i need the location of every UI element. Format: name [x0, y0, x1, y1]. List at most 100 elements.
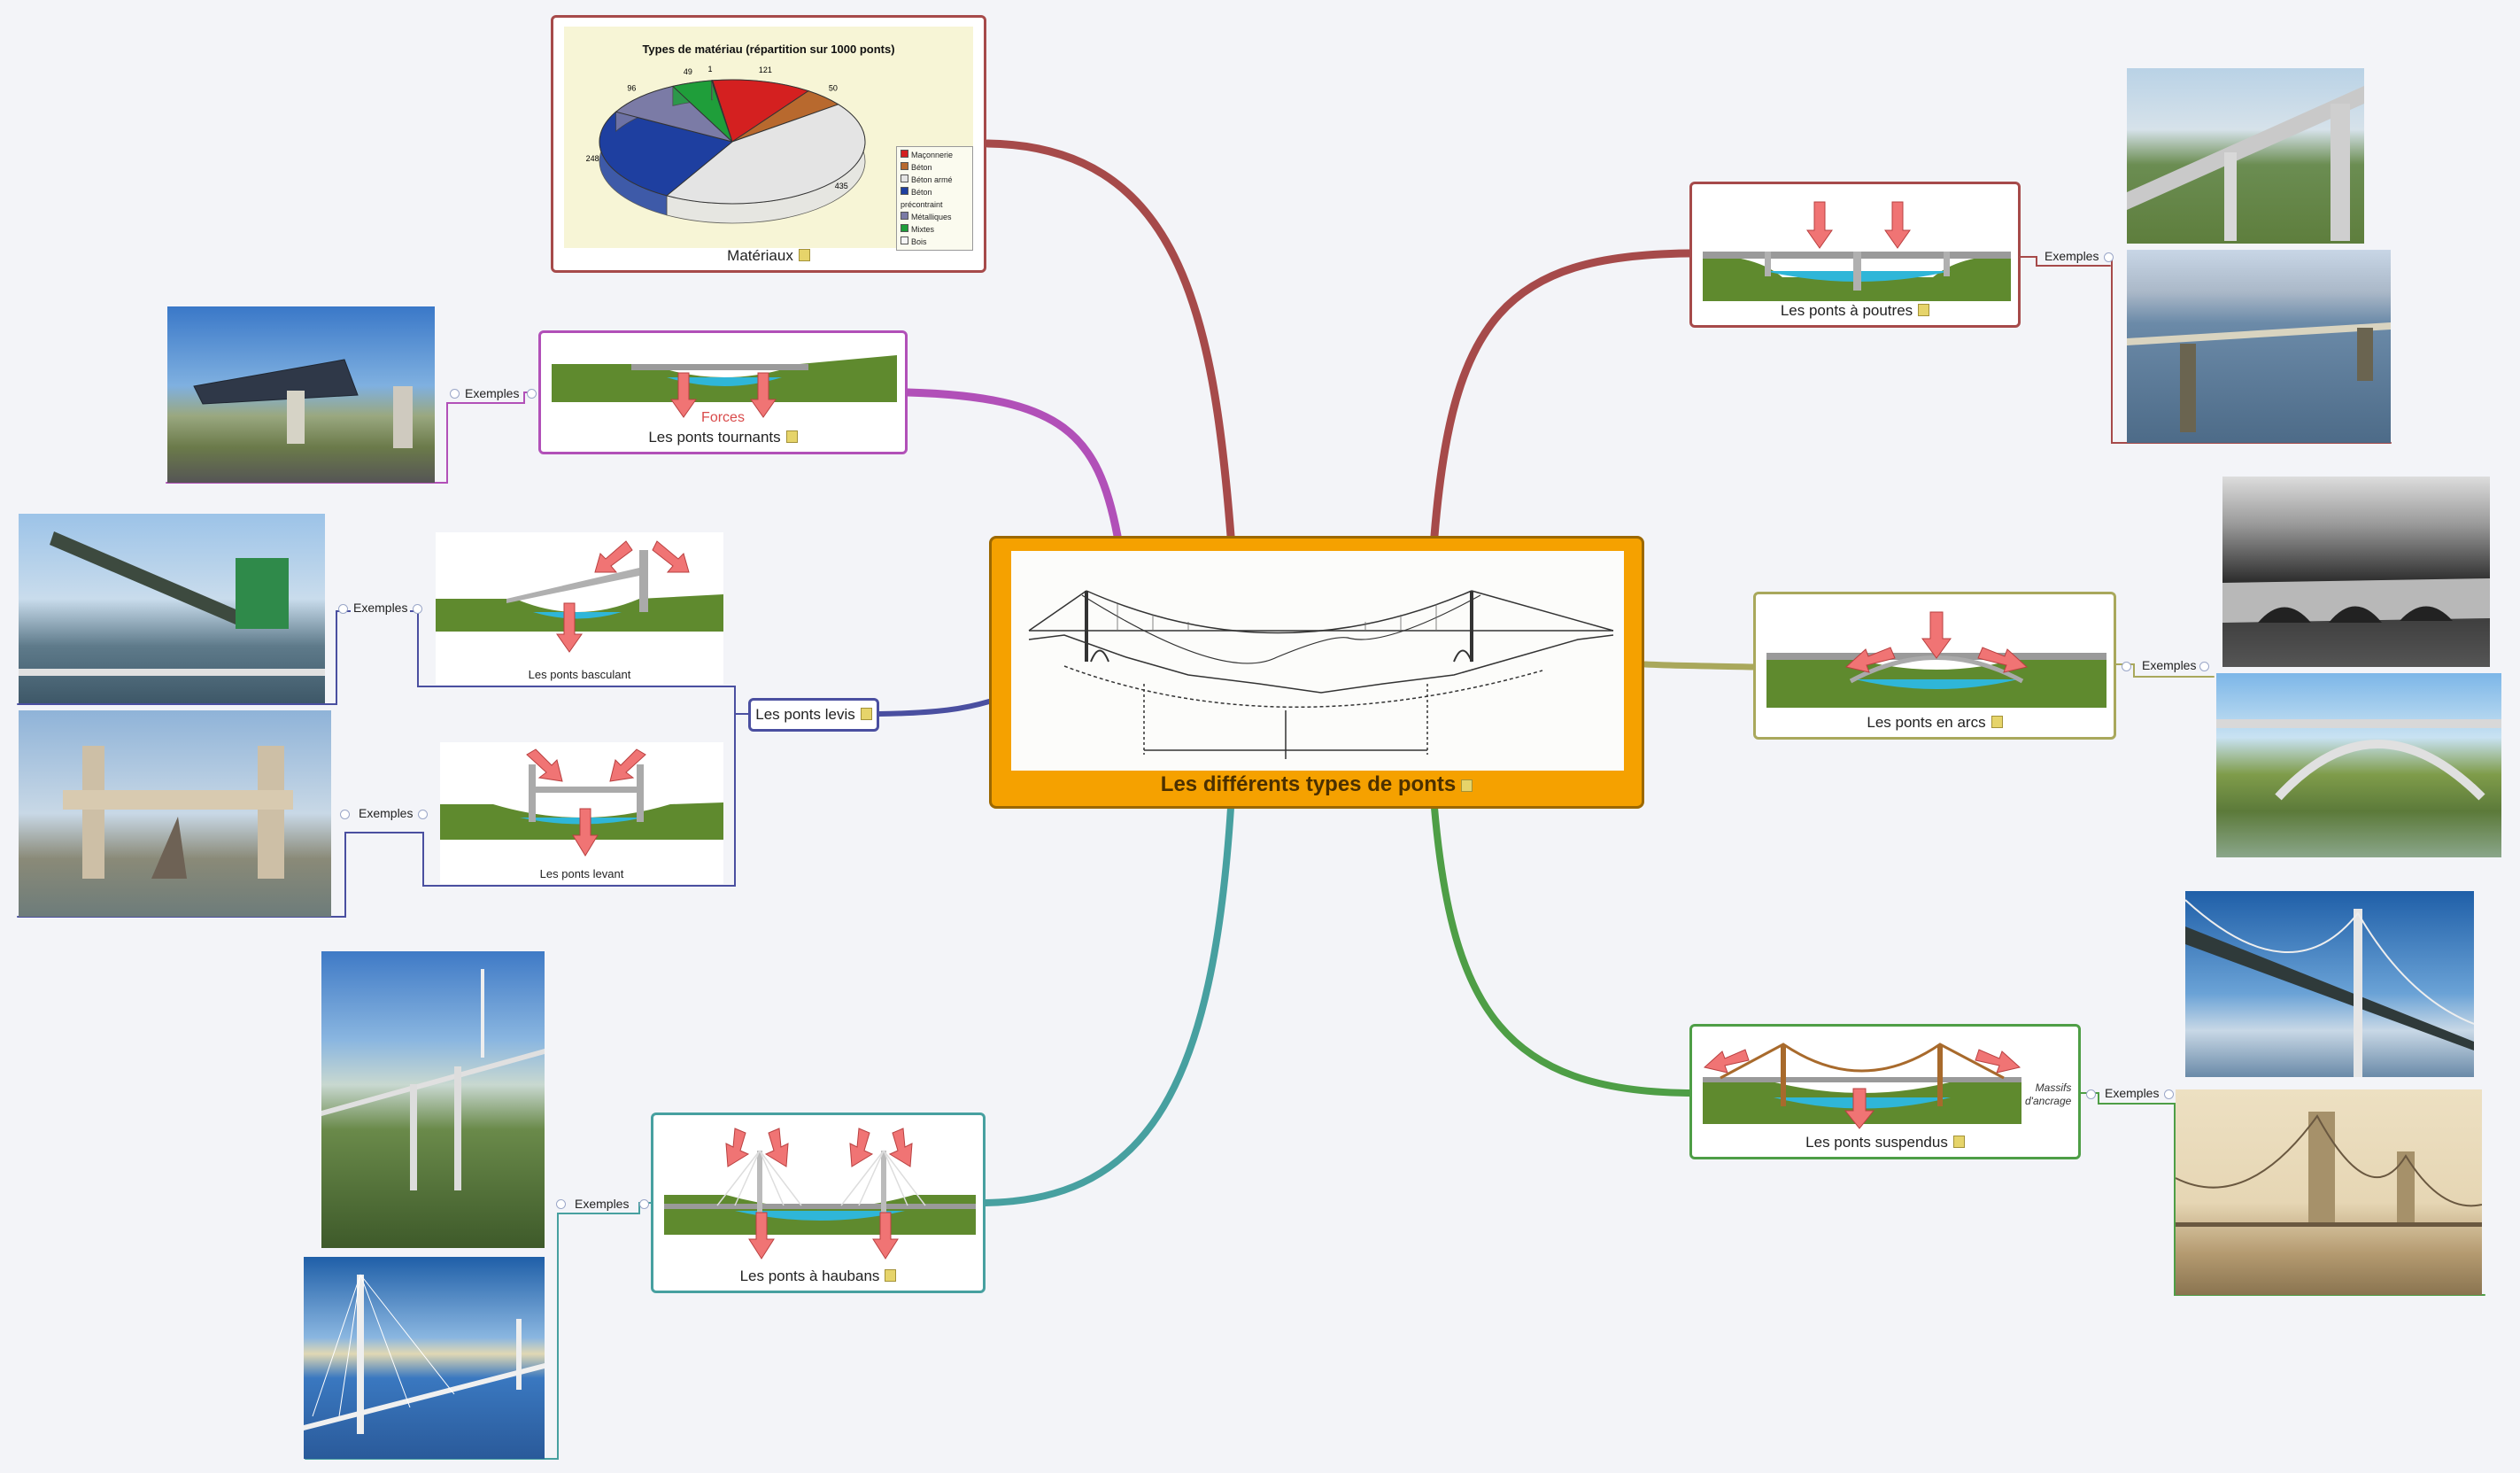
legend-label: Béton armé: [911, 175, 953, 184]
legend-entry: Bois: [901, 236, 969, 248]
cable-stayed-diagram: [664, 1128, 976, 1260]
caption-ponts-en-arcs: Les ponts en arcs: [1756, 714, 2114, 732]
legend-swatch: [901, 236, 908, 244]
legend-swatch: [901, 150, 908, 158]
swing-bridge-diagram: [552, 355, 897, 418]
legend-label: Bois: [911, 237, 927, 246]
modern-suspension-shape: [2185, 899, 2474, 1077]
note-icon[interactable]: [1990, 716, 2003, 728]
pie-slice-2: [665, 104, 866, 205]
photo-suspension-bridge-modern[interactable]: [2185, 891, 2474, 1077]
legend-label: Béton: [911, 163, 932, 172]
anchor-label: Massifs d'ancrage: [2025, 1081, 2072, 1107]
expand-handle[interactable]: [556, 1199, 566, 1209]
node-ponts-basculant[interactable]: Les ponts basculant: [436, 532, 723, 685]
pie-value-label: 1: [707, 65, 712, 74]
node-ponts-suspendus[interactable]: Massifs d'ancrage Les ponts suspendus: [1689, 1024, 2081, 1159]
pie-value-label: 435: [835, 182, 848, 190]
photo-swing-bridge[interactable]: [167, 306, 435, 483]
connector-arcs: [1642, 661, 1757, 671]
note-icon[interactable]: [885, 1269, 897, 1282]
central-topic[interactable]: Les différents types de ponts: [989, 536, 1644, 809]
stone-arch-shape: [2222, 578, 2490, 623]
legend-swatch: [901, 212, 908, 220]
arch-bridge-diagram: [1766, 611, 2106, 708]
chart-title: Types de matériau (répartition sur 1000 …: [642, 43, 895, 56]
legend-label: Mixtes: [911, 225, 935, 234]
node-ponts-a-poutres[interactable]: Les ponts à poutres: [1689, 182, 2021, 328]
note-icon[interactable]: [785, 430, 798, 443]
photo-concrete-arch-bridge[interactable]: [2216, 673, 2501, 857]
exemples-link-haubans[interactable]: Exemples: [572, 1197, 632, 1211]
legend-entry: Mixtes: [901, 223, 969, 236]
node-ponts-a-haubans[interactable]: Les ponts à haubans: [651, 1113, 986, 1293]
pie-value-label: 121: [759, 66, 772, 74]
caption-ponts-a-haubans: Les ponts à haubans: [653, 1268, 983, 1285]
expand-handle[interactable]: [2086, 1089, 2096, 1099]
caption-ponts-suspendus: Les ponts suspendus: [1692, 1134, 2078, 1151]
node-ponts-levis[interactable]: Les ponts levis: [748, 698, 879, 732]
note-icon[interactable]: [1952, 1136, 1965, 1148]
node-ponts-tournants[interactable]: Forces Les ponts tournants: [538, 330, 908, 454]
node-materiaux[interactable]: Types de matériau (répartition sur 1000 …: [551, 15, 986, 273]
pie-slice-0: [711, 79, 810, 143]
old-suspension-shape: [2176, 1112, 2482, 1227]
pie-chart-figure: Types de matériau (répartition sur 1000 …: [564, 27, 973, 251]
expand-handle[interactable]: [418, 810, 428, 819]
exemples-link-levant[interactable]: Exemples: [356, 806, 416, 820]
expand-handle[interactable]: [639, 1199, 649, 1209]
photo-suspension-bridge-old[interactable]: [2176, 1089, 2482, 1295]
exemples-link-basculant[interactable]: Exemples: [351, 601, 411, 615]
bascule-bridge-shape: [19, 531, 325, 676]
connector-poutres: [1430, 249, 1694, 540]
legend-label: Maçonnerie: [911, 151, 954, 159]
node-ponts-en-arcs[interactable]: Les ponts en arcs: [1753, 592, 2116, 740]
pie-slice-4: [615, 85, 733, 143]
exemples-link-suspendus[interactable]: Exemples: [2102, 1086, 2162, 1100]
legend-swatch: [901, 187, 908, 195]
connector-levis: [877, 699, 992, 717]
exemples-link-arcs[interactable]: Exemples: [2139, 658, 2199, 672]
lift-bridge-diagram: [440, 748, 723, 857]
legend-entry: Métalliques: [901, 211, 969, 223]
sea-bridge-shape: [2127, 322, 2391, 432]
expand-handle[interactable]: [340, 810, 350, 819]
expand-handle[interactable]: [2122, 662, 2131, 671]
photo-normandy-bridge[interactable]: [304, 1257, 545, 1459]
note-icon[interactable]: [860, 708, 872, 720]
expand-handle[interactable]: [2164, 1089, 2174, 1099]
note-icon[interactable]: [798, 249, 810, 261]
caption-ponts-basculant: Les ponts basculant: [528, 668, 631, 681]
photo-beam-bridge-viaduct[interactable]: [2127, 68, 2364, 244]
photo-lift-bridge[interactable]: [19, 710, 331, 917]
note-icon[interactable]: [1918, 304, 1930, 316]
expand-handle[interactable]: [450, 389, 460, 399]
expand-handle[interactable]: [413, 604, 422, 614]
note-icon[interactable]: [1461, 779, 1473, 792]
viaduct-shape: [2127, 86, 2364, 241]
photo-bascule-bridge[interactable]: [19, 514, 325, 703]
legend-swatch: [901, 162, 908, 170]
photo-beam-bridge-sea[interactable]: [2127, 250, 2391, 443]
node-ponts-levant[interactable]: Les ponts levant: [440, 742, 723, 884]
exemples-link-tournants[interactable]: Exemples: [462, 386, 522, 400]
caption-ponts-tournants: Les ponts tournants: [541, 429, 905, 446]
expand-handle[interactable]: [527, 389, 537, 399]
pie-value-label: 248: [586, 154, 599, 163]
millau-viaduct-shape: [321, 969, 545, 1190]
connector-tournants: [903, 388, 1122, 540]
expand-handle[interactable]: [338, 604, 348, 614]
photo-stone-arch-bridge[interactable]: [2222, 477, 2490, 667]
swing-bridge-shape: [193, 359, 413, 448]
legend-label: Béton précontraint: [901, 188, 943, 209]
exemples-link-poutres[interactable]: Exemples: [2042, 249, 2102, 263]
expand-handle[interactable]: [2104, 252, 2114, 262]
caption-ponts-levis: Les ponts levis: [751, 706, 877, 724]
central-topic-title: Les différents types de ponts: [992, 772, 1642, 797]
pie-slice-6: [710, 80, 733, 143]
expand-handle[interactable]: [2199, 662, 2209, 671]
photo-millau-viaduct[interactable]: [321, 951, 545, 1248]
legend-swatch: [901, 174, 908, 182]
